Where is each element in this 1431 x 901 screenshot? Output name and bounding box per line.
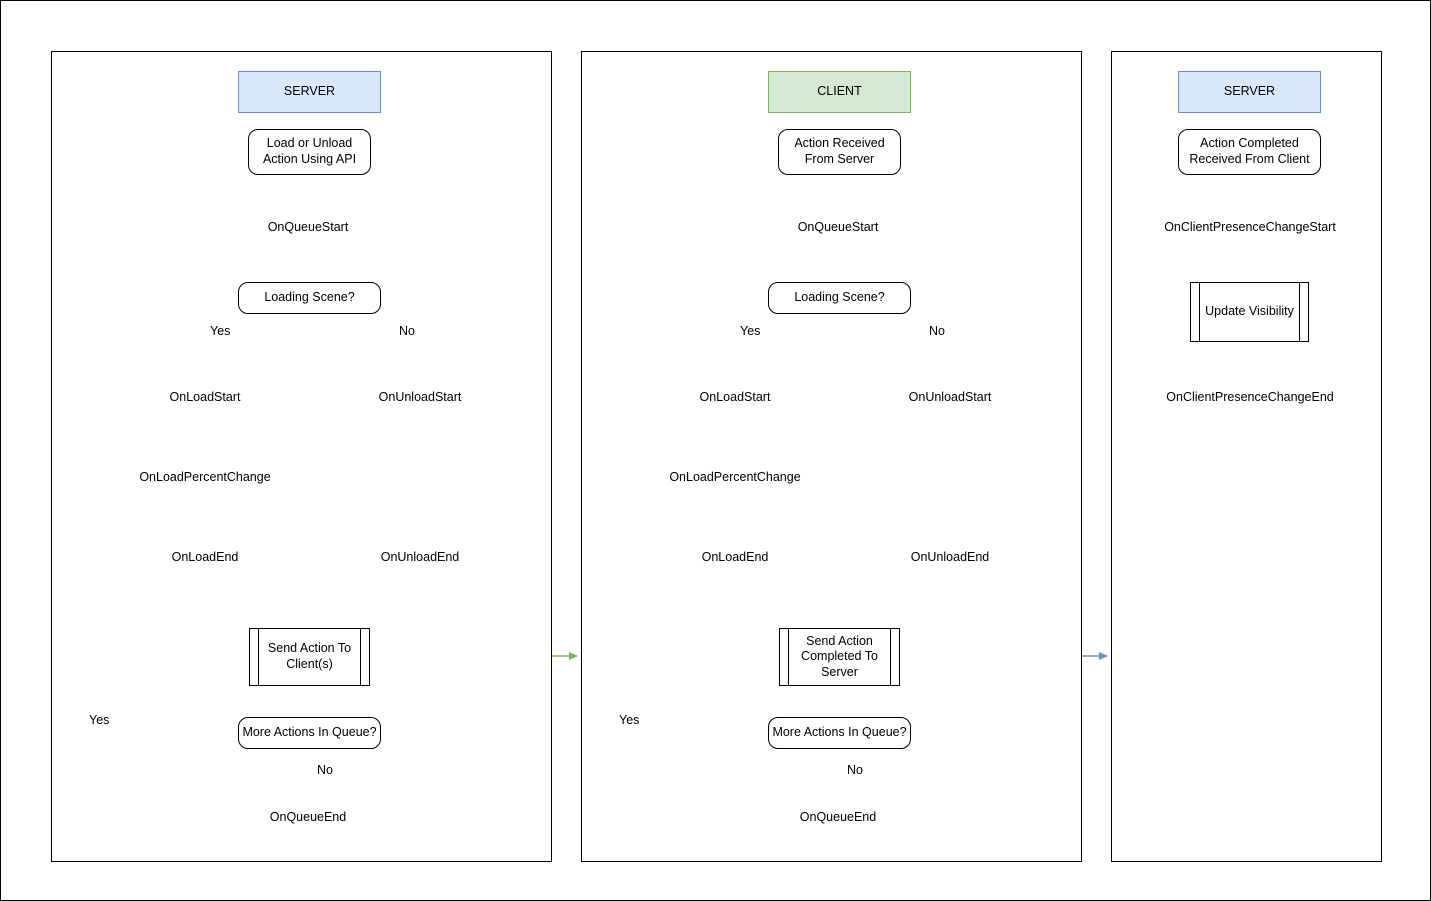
edge-label-loop-yes-client: Yes	[619, 713, 640, 727]
lane-container-server-right	[1111, 51, 1382, 862]
process-send-action-to-clients: Send Action To Client(s)	[249, 628, 370, 686]
decision-more-actions-client: More Actions In Queue?	[768, 717, 911, 749]
edge-label-exit-no-server-left: No	[317, 763, 333, 777]
lane-header-server-left: SERVER	[238, 71, 381, 113]
terminal-load-or-unload: Load or Unload Action Using API	[248, 129, 371, 175]
edge-label-no-client: No	[929, 324, 945, 338]
decision-loading-scene-client: Loading Scene?	[768, 282, 911, 314]
lane-header-server-right: SERVER	[1178, 71, 1321, 113]
decision-more-actions-server-left: More Actions In Queue?	[238, 717, 381, 749]
edge-label-yes-server-left: Yes	[210, 324, 231, 338]
decision-loading-scene-server-left: Loading Scene?	[238, 282, 381, 314]
process-update-visibility: Update Visibility	[1190, 282, 1309, 342]
edge-label-loop-yes-server-left: Yes	[89, 713, 110, 727]
edge-label-exit-no-client: No	[847, 763, 863, 777]
edge-label-no-server-left: No	[399, 324, 415, 338]
process-send-action-completed-to-server: Send Action Completed To Server	[779, 628, 900, 686]
edge-label-yes-client: Yes	[740, 324, 761, 338]
terminal-action-received-from-server: Action Received From Server	[778, 129, 901, 175]
terminal-action-completed-received: Action Completed Received From Client	[1178, 129, 1321, 175]
lane-header-client: CLIENT	[768, 71, 911, 113]
